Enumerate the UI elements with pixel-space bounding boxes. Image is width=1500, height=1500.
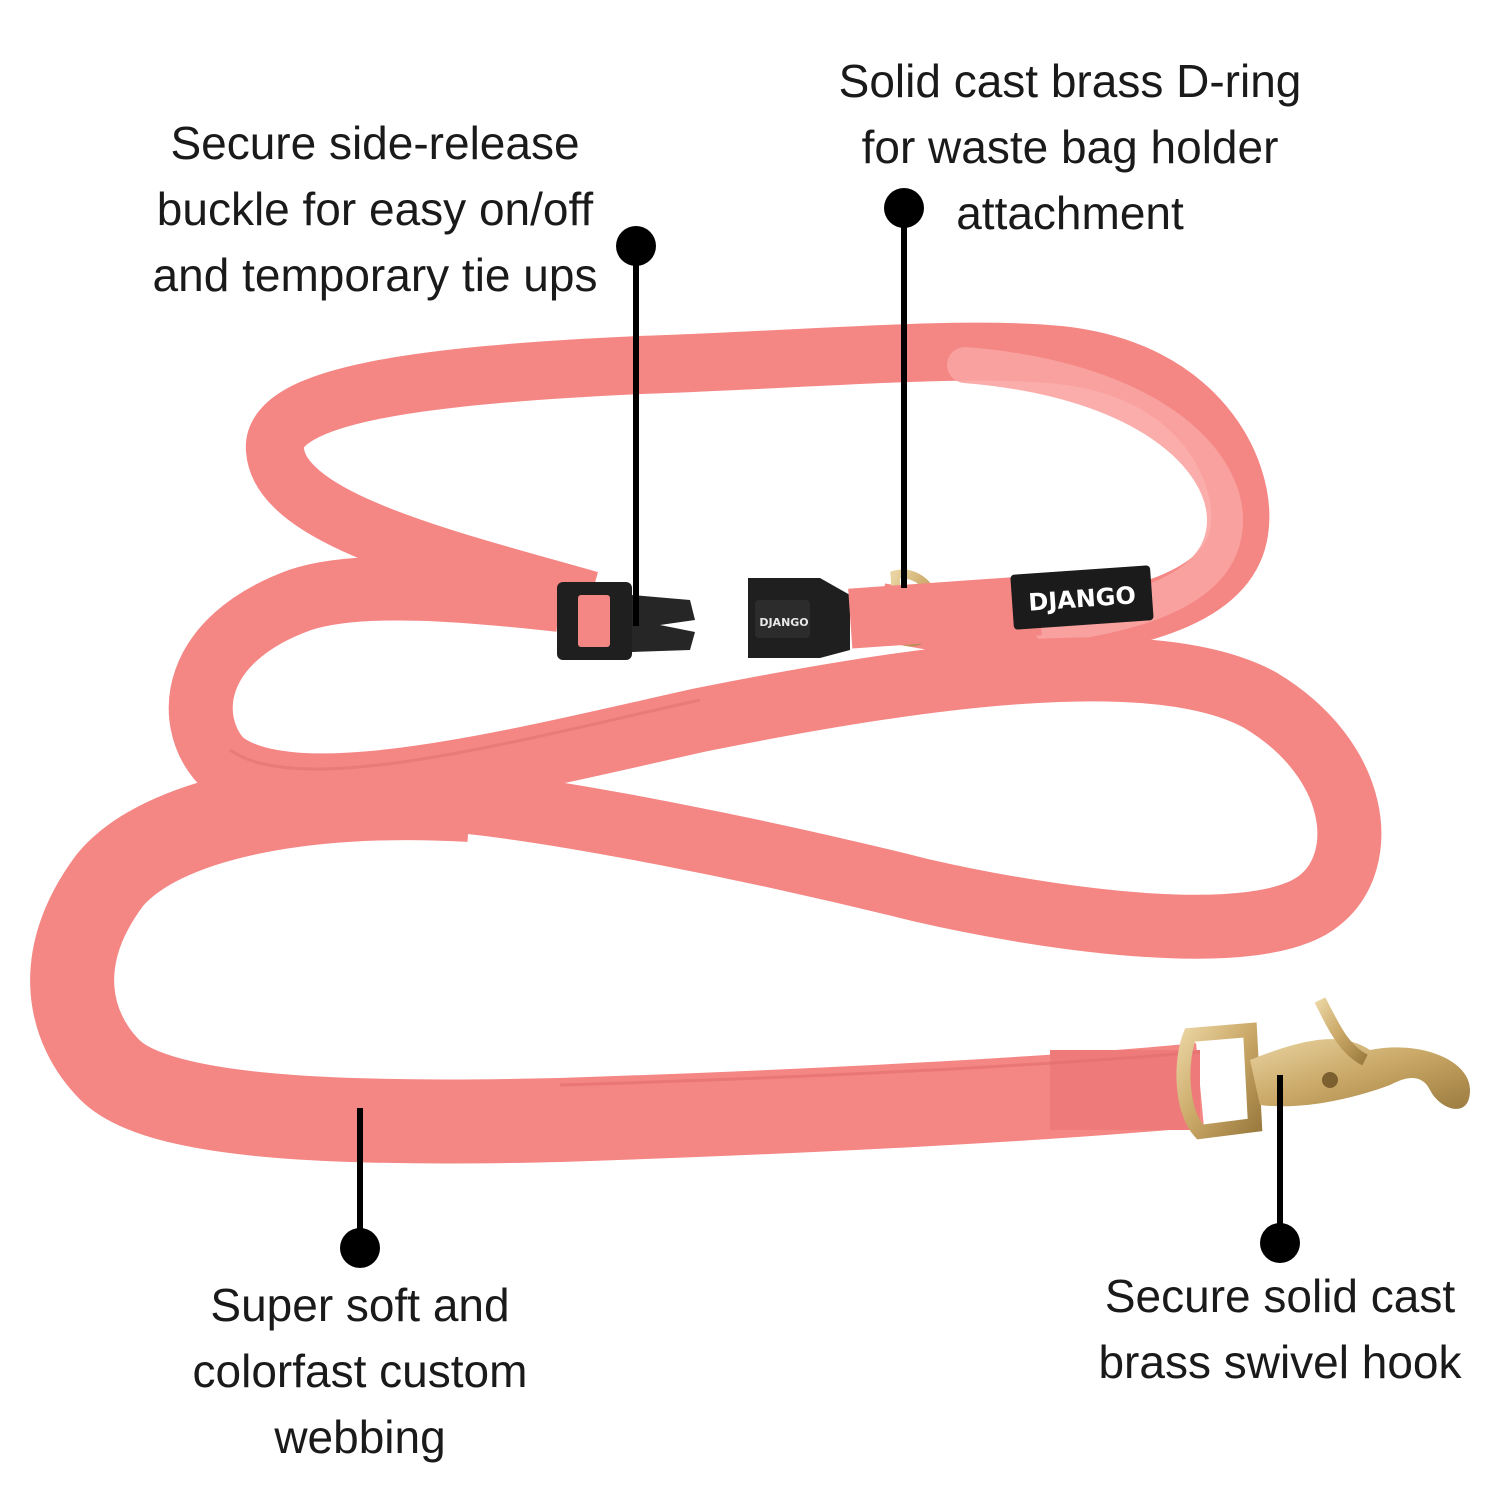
buckle-leader-line [633,246,639,626]
middle-lead-webbing [168,556,1382,959]
webbing-callout-text: Super soft and colorfast custom webbing [130,1272,590,1470]
buckle-brand-text: DJANGO [759,616,808,629]
webbing-callout-line: colorfast custom [192,1345,528,1397]
dring-leader-line [901,208,907,588]
dring-callout-line: Solid cast brass D-ring [838,55,1302,107]
webbing-leader-line [357,1108,363,1248]
webbing-pointer-dot-icon [340,1228,380,1268]
side-release-buckle-female [557,582,695,660]
hook-callout-line: Secure solid cast [1104,1270,1456,1322]
hook-pointer-dot-icon [1260,1223,1300,1263]
brass-swivel-hook [1176,997,1470,1140]
dring-callout-text: Solid cast brass D-ring for waste bag ho… [800,48,1340,246]
dring-callout-line: for waste bag holder [861,121,1279,173]
webbing-callout-line: webbing [274,1411,446,1463]
buckle-callout-line: buckle for easy on/off [156,183,594,235]
buckle-callout-line: and temporary tie ups [152,249,598,301]
stitched-end [1050,1050,1200,1130]
hook-callout-text: Secure solid cast brass swivel hook [1080,1263,1480,1395]
buckle-callout-text: Secure side-release buckle for easy on/o… [110,110,640,308]
hook-callout-line: brass swivel hook [1098,1336,1462,1388]
webbing-callout-line: Super soft and [210,1279,510,1331]
buckle-callout-line: Secure side-release [170,117,580,169]
side-release-buckle-male: DJANGO [748,578,850,658]
brand-tag: DJANGO [1010,565,1154,630]
hook-leader-line [1277,1075,1283,1243]
lower-lead-webbing [30,756,1204,1164]
dring-callout-line: attachment [956,187,1184,239]
